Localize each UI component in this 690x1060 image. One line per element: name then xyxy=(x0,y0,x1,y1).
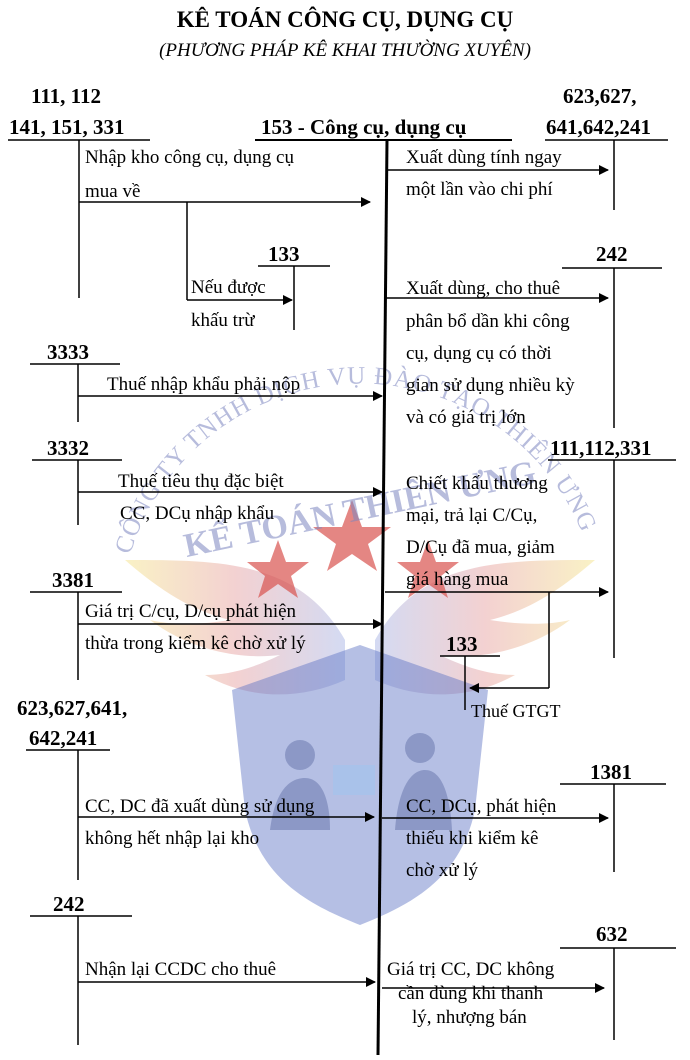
entry-discount-line1: Chiết khấu thương xyxy=(406,473,548,494)
entry-allocation-line2: phân bổ dần khi công xyxy=(406,311,570,332)
watermark-wing-left xyxy=(125,560,345,695)
entry-shortage-line3: chờ xử lý xyxy=(406,860,479,881)
entry-disposal-line3: lý, nhượng bán xyxy=(412,1007,527,1028)
entry-disposal-line1: Giá trị CC, DC không xyxy=(387,959,555,980)
entry-surplus-line2: thừa trong kiểm kê chờ xử lý xyxy=(85,633,306,654)
account-label-623-627: 623,627, xyxy=(563,84,637,108)
account-label-242-right: 242 xyxy=(596,242,628,266)
account-label-641-642-241: 641,642,241 xyxy=(546,115,651,139)
account-label-623-627-641: 623,627,641, xyxy=(17,696,128,720)
account-label-111-112-331: 111,112,331 xyxy=(550,436,652,460)
entry-allocation-line5: và có giá trị lớn xyxy=(406,407,526,428)
account-label-242-left: 242 xyxy=(53,892,85,916)
entry-lease-back: Nhận lại CCDC cho thuê xyxy=(85,959,277,980)
account-label-642-241: 642,241 xyxy=(29,726,98,750)
entry-allocation-line4: gian sử dụng nhiều kỳ xyxy=(406,375,575,396)
entry-purchase-line1: Nhập kho công cụ, dụng cụ xyxy=(85,147,294,168)
account-label-141-151-331: 141, 151, 331 xyxy=(9,115,125,139)
entry-discount-line4: giá hàng mua xyxy=(406,569,509,590)
center-account-axis xyxy=(376,139,389,1056)
entry-vat: Thuế GTGT xyxy=(471,701,561,721)
entry-disposal-line2: cần dùng khi thanh xyxy=(398,983,544,1004)
entry-discount-line3: D/Cụ đã mua, giảm xyxy=(406,537,555,558)
account-label-3333: 3333 xyxy=(47,340,89,364)
entry-allocation-line3: cụ, dụng cụ có thời xyxy=(406,343,552,364)
page-title: KÊ TOÁN CÔNG CỤ, DỤNG CỤ xyxy=(176,7,514,32)
entry-discount-line2: mại, trả lại C/Cụ, xyxy=(406,505,538,526)
entry-shortage-line2: thiếu khi kiểm kê xyxy=(406,828,539,849)
account-label-3381: 3381 xyxy=(52,568,94,592)
entry-returned-line2: không hết nhập lại kho xyxy=(85,828,260,849)
account-label-3332: 3332 xyxy=(47,436,89,460)
account-label-632: 632 xyxy=(596,922,628,946)
center-account-label: 153 - Công cụ, dụng cụ xyxy=(261,115,467,139)
entry-deduct-line2: khấu trừ xyxy=(191,310,255,331)
entry-excise-line2: CC, DCụ nhập khẩu xyxy=(120,503,275,524)
watermark-wing-right xyxy=(375,560,595,695)
account-label-133-right: 133 xyxy=(446,632,478,656)
entry-deduct-line1: Nếu được xyxy=(191,277,266,298)
entry-excise-line1: Thuế tiêu thụ đặc biệt xyxy=(118,471,284,492)
account-label-111-112: 111, 112 xyxy=(31,84,102,108)
entry-allocation-line1: Xuất dùng, cho thuê xyxy=(406,278,561,299)
entry-import-tax: Thuế nhập khẩu phải nộp xyxy=(107,374,301,395)
account-label-133-left: 133 xyxy=(268,242,300,266)
entry-surplus-line1: Giá trị C/cụ, D/cụ phát hiện xyxy=(85,601,297,622)
entry-shortage-line1: CC, DCụ, phát hiện xyxy=(406,796,557,817)
page-subtitle: (PHƯƠNG PHÁP KÊ KHAI THƯỜNG XUYÊN) xyxy=(159,40,531,61)
entry-issue-line2: một lần vào chi phí xyxy=(406,179,553,200)
account-label-1381: 1381 xyxy=(590,760,632,784)
entry-purchase-line2: mua về xyxy=(85,181,141,202)
entry-returned-line1: CC, DC đã xuất dùng sử dụng xyxy=(85,796,315,817)
entry-issue-line1: Xuất dùng tính ngay xyxy=(406,147,562,168)
